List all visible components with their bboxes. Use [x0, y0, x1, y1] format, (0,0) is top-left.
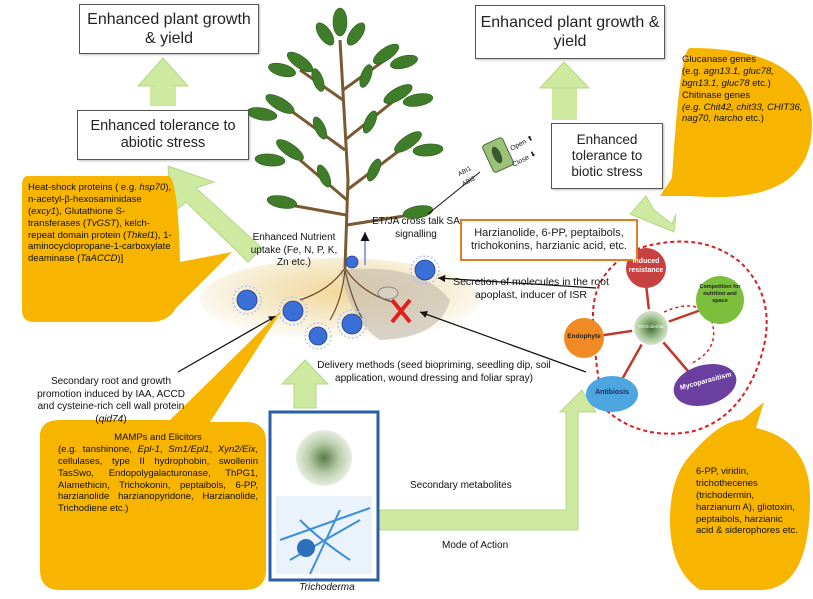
label-secondary-root: Secondary root and growth promotion indu…	[32, 376, 190, 426]
text-run: etc.)	[749, 77, 771, 89]
box-metabolites: Harzianolide, 6-PP, peptaibols, trichoko…	[460, 219, 638, 261]
mamps-list: (e.g. tanshinone, Epl-1, Sm1/Epl1, Xyn2/…	[58, 444, 258, 515]
mode-endophyte-label: Endophyte	[567, 333, 601, 340]
text-run: Heat-shock proteins ( e.g.	[28, 182, 140, 193]
mode-endophyte-circle	[564, 318, 604, 358]
mode-antibiosis-circle	[586, 376, 638, 412]
stomata-inset	[482, 137, 514, 173]
box-growth-left-text: Enhanced plant growth & yield	[87, 10, 251, 47]
trichoderma-micrograph	[276, 496, 372, 574]
box-metabolites-text: Harzianolide, 6-PP, peptaibols, trichoko…	[471, 226, 627, 252]
label-nutrient: Enhanced Nutrient uptake (Fe, N, P, K, Z…	[250, 232, 338, 268]
glucanase-title: Glucanase genes	[682, 54, 756, 65]
text-run: excy1	[31, 205, 56, 217]
text-run: ), n-acetyl-β-hexosaminidase (	[28, 182, 172, 217]
mode-center-circle	[632, 309, 670, 347]
label-secretion: Secretion of molecules in the root apopl…	[453, 276, 609, 302]
text-run: TaACCD	[80, 253, 118, 265]
mode-competition-circle	[696, 276, 744, 324]
text-run: Xyn2/Eix	[217, 443, 256, 455]
arrow-secondary-root	[177, 315, 277, 373]
arrow-delivery-up	[280, 359, 330, 409]
label-et-ja: ET/JA cross talk SA signalling	[372, 216, 460, 240]
arrow-secretion	[437, 274, 597, 289]
pathogen-block-icon	[390, 298, 412, 324]
text-run: ,	[159, 443, 169, 455]
box-growth-right-text: Enhanced plant growth & yield	[480, 13, 660, 50]
text-run: (e.g.	[682, 65, 704, 77]
chitinase-list: (e.g. Chit42, chit33, CHIT36, nag70, har…	[682, 102, 804, 126]
text-run: ,	[209, 443, 218, 455]
text-run: (e.g.	[682, 101, 704, 113]
arrow-secondary-metabolites	[377, 389, 597, 531]
arrow-stomata	[427, 171, 481, 215]
arrow-up-growth-right	[552, 86, 577, 120]
mode-competition-label: Competition for nutrition and space	[699, 284, 741, 304]
text-run: )]	[117, 253, 124, 265]
chitinase-title: Chitinase genes	[682, 89, 751, 101]
bubble-glucanase-text: Glucanase genes (e.g. agn13.1, gluc78, b…	[682, 54, 804, 125]
bubble-heat-shock-text: Heat-shock proteins ( e.g. hsp70), n-ace…	[28, 182, 176, 265]
label-delivery: Delivery methods (seed biopriming, seedl…	[317, 360, 551, 384]
mamps-title: MAMPs and Elicitors	[114, 432, 202, 443]
text-run: hsp70	[139, 182, 166, 193]
bubble-viridin	[670, 402, 810, 590]
text-run: Epl-1	[137, 443, 160, 455]
text-run: qid74	[98, 413, 124, 425]
text-run: etc.)	[742, 113, 764, 125]
fungal-clusters	[236, 255, 436, 346]
text-run: Thkel1	[126, 229, 155, 241]
arrow-ms-to-pathogen	[419, 311, 587, 373]
plant-roots	[299, 267, 393, 321]
arrow-to-biotic	[629, 195, 677, 233]
box-abiotic: Enhanced tolerance to abiotic stress	[77, 110, 249, 160]
bubble-mamps	[39, 310, 283, 590]
arrow-up-growth-right-head	[538, 61, 591, 89]
plant-leaves	[246, 7, 444, 219]
glucanase-list: (e.g. agn13.1, gluc78, bgn13.1, gluc78 e…	[682, 66, 804, 90]
mode-myco-circle	[673, 363, 737, 407]
mode-induced-label: Induced resistance	[628, 258, 664, 274]
pathogen-blob	[377, 286, 399, 300]
fungal-halo	[232, 255, 440, 350]
text-run: Sm1/Epl1	[168, 443, 210, 455]
bubble-heat-shock	[22, 176, 232, 322]
text-run: Secondary root and growth promotion indu…	[37, 376, 185, 425]
box-abiotic-text: Enhanced tolerance to abiotic stress	[90, 117, 236, 151]
box-biotic: Enhanced tolerance to biotic stress	[551, 123, 663, 189]
text-run: ), Glutathione S-transferases (	[28, 205, 126, 229]
label-trichoderma: Trichoderma	[299, 582, 355, 593]
text-run: , cellulases, type II hydrophobin, swoll…	[58, 443, 258, 515]
label-secondary-metabolites: Secondary metabolites	[410, 480, 512, 491]
label-mode-of-action: Mode of Action	[442, 540, 509, 551]
text-run: TvGST	[86, 217, 117, 229]
bubble-mamps-text: MAMPs and Elicitors (e.g. tanshinone, Ep…	[58, 432, 258, 515]
bubble-glucanase	[660, 48, 812, 198]
text-run: agn13.1, gluc78, bgn13.1, gluc78	[682, 65, 774, 89]
box-growth-left: Enhanced plant growth & yield	[79, 4, 259, 54]
mode-center-label: Trichoderma	[638, 324, 664, 329]
mode-antibiosis-label: Antibiosis	[595, 389, 629, 396]
text-run: Chit42, chit33, CHIT36, nag70, harcho	[682, 101, 803, 125]
text-run: ), 1-aminocyclopropane-1-carboxylate dea…	[28, 229, 172, 265]
bubble-viridin-text: 6-PP, viridin, trichothecenes (trichoder…	[696, 466, 798, 537]
text-run: ), kelch-repeat domain protein (	[28, 217, 150, 241]
text-run: (e.g. tanshinone,	[58, 443, 138, 455]
trichoderma-plate	[296, 430, 352, 486]
trichoderma-conidia	[297, 539, 315, 557]
arrow-up-growth-left-body	[150, 86, 176, 106]
box-growth-right: Enhanced plant growth & yield	[475, 5, 665, 59]
text-run: )	[123, 413, 127, 425]
box-biotic-text: Enhanced tolerance to biotic stress	[571, 131, 643, 180]
